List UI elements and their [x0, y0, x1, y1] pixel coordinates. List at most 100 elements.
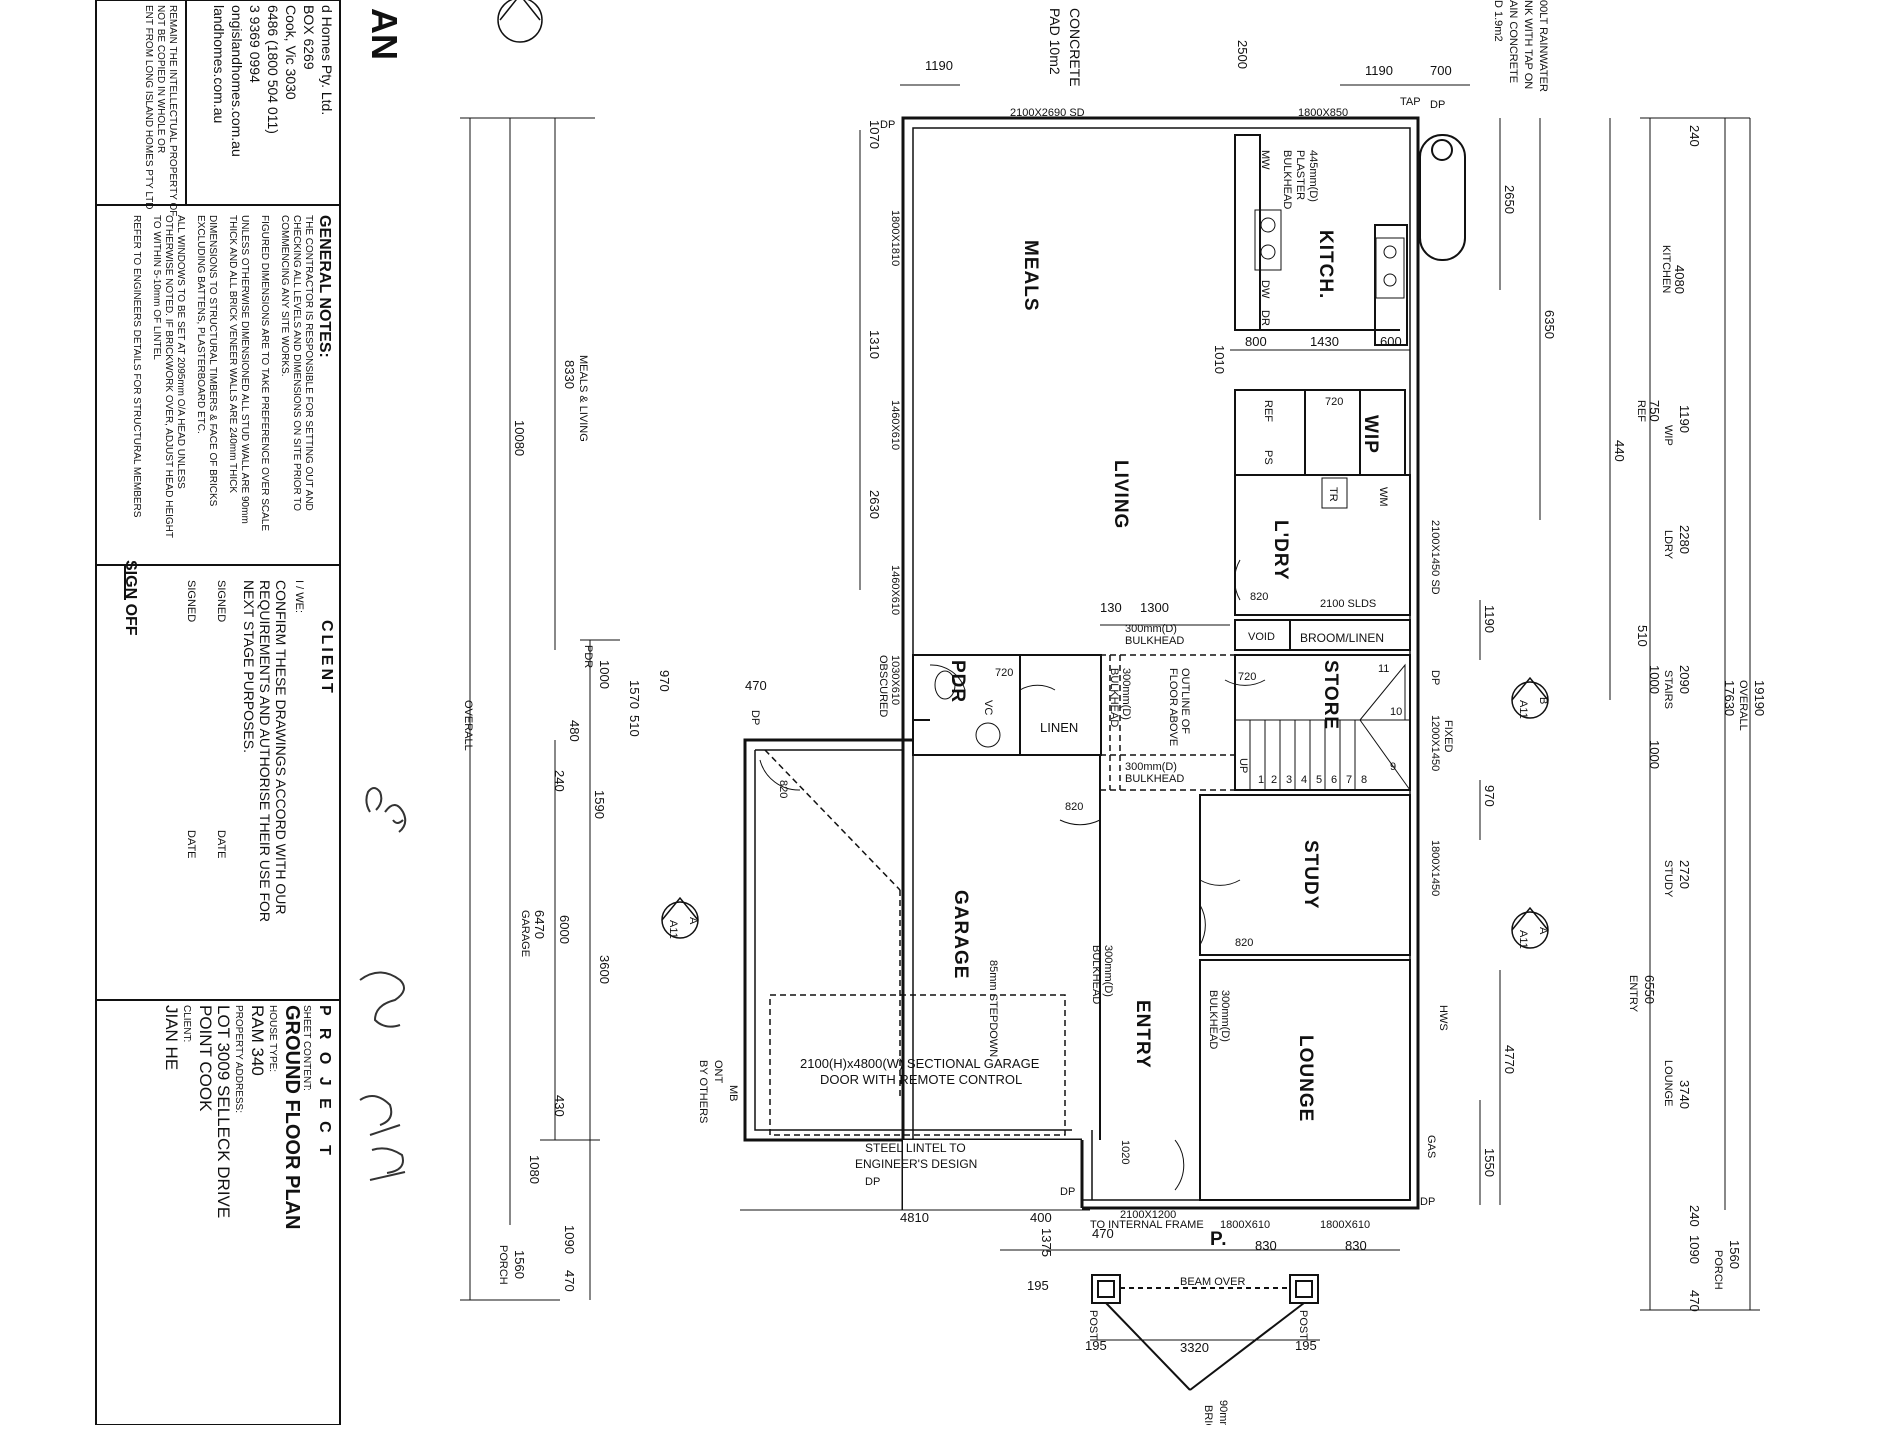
- bulkhead-dashed-lines: [764, 654, 1235, 1136]
- plan-title-fragment: AN: [364, 8, 405, 60]
- annotations: CONCRETE PAD 10m2 00LT RAINWATER NK WITH…: [697, 0, 1549, 1430]
- svg-text:BEAM OVER: BEAM OVER: [1180, 1276, 1245, 1288]
- svg-text:85mm STEPDOWN: 85mm STEPDOWN: [987, 960, 999, 1057]
- svg-text:1570: 1570: [627, 680, 642, 709]
- svg-text:REFER TO ENGINEERS DETAILS FOR: REFER TO ENGINEERS DETAILS FOR STRUCTURA…: [131, 215, 142, 518]
- svg-text:9: 9: [1390, 761, 1396, 773]
- we-label: I / WE:: [293, 580, 305, 613]
- svg-text:TAP: TAP: [1400, 96, 1421, 108]
- svg-text:2630: 2630: [867, 490, 882, 519]
- svg-text:510: 510: [1635, 625, 1650, 647]
- stairs: [1235, 663, 1411, 791]
- svg-text:POST: POST: [1297, 1310, 1309, 1340]
- address-line1: LOT 3009 SELLECK DRIVE: [214, 1005, 233, 1218]
- mask: [903, 1140, 1083, 1210]
- svg-text:1560: 1560: [512, 1250, 527, 1279]
- svg-text:VC: VC: [982, 700, 994, 715]
- room-linen: LINEN: [1040, 720, 1078, 735]
- svg-text:830: 830: [1345, 1238, 1367, 1253]
- svg-text:470: 470: [1687, 1290, 1702, 1312]
- svg-text:PDR: PDR: [582, 645, 594, 668]
- svg-text:NEXT STAGE PURPOSES.: NEXT STAGE PURPOSES.: [241, 580, 257, 753]
- svg-text:CONCRETE: CONCRETE: [1067, 8, 1083, 87]
- svg-text:STAIRS: STAIRS: [1662, 670, 1674, 709]
- room-kitchen: KITCH.: [1315, 230, 1336, 299]
- svg-text:300mm(D): 300mm(D): [1120, 668, 1132, 720]
- svg-text:820: 820: [1250, 591, 1268, 603]
- section-markers: [497, 0, 1549, 949]
- svg-text:BRICK: BRICK: [1202, 1405, 1214, 1425]
- dimension-text-right: 19190 OVERALL 17630 4080 KITCHEN 1190 WI…: [1482, 125, 1767, 1312]
- company-email: ongislandhomes.com.au: [229, 5, 245, 157]
- svg-text:600: 600: [1380, 334, 1402, 349]
- svg-text:PAD 10m2: PAD 10m2: [1047, 8, 1063, 75]
- svg-text:3600: 3600: [597, 955, 612, 984]
- svg-text:1460X610: 1460X610: [889, 400, 901, 450]
- svg-text:430: 430: [552, 1095, 567, 1117]
- svg-text:DP: DP: [865, 1176, 880, 1188]
- room-pdr: PDR: [947, 660, 968, 703]
- svg-text:300mm(D): 300mm(D): [1125, 623, 1177, 635]
- svg-text:THE CONTRACTOR IS RESPONSIBLE: THE CONTRACTOR IS RESPONSIBLE FOR SETTIN…: [303, 215, 314, 511]
- svg-text:195: 195: [1085, 1338, 1107, 1353]
- svg-text:90mm: 90mm: [1217, 1400, 1229, 1425]
- svg-text:FIXED: FIXED: [1442, 720, 1454, 752]
- svg-text:1550: 1550: [1482, 1148, 1497, 1177]
- svg-text:10080: 10080: [512, 420, 527, 456]
- copyright-line: NOT BE COPIED IN WHOLE OR: [155, 5, 166, 153]
- svg-text:820: 820: [1065, 801, 1083, 813]
- svg-text:A11: A11: [1517, 700, 1529, 719]
- svg-text:DP: DP: [1420, 1196, 1435, 1208]
- svg-text:1090: 1090: [1687, 1235, 1702, 1264]
- svg-text:REF: REF: [1262, 400, 1274, 422]
- void-label: VOID: [1248, 631, 1275, 643]
- svg-text:750: 750: [1647, 400, 1662, 422]
- svg-text:195: 195: [1027, 1278, 1049, 1293]
- svg-text:470: 470: [562, 1270, 577, 1292]
- company-name: d Homes Pty. Ltd.: [319, 5, 335, 115]
- svg-text:AIN CONCRETE: AIN CONCRETE: [1507, 0, 1519, 83]
- svg-text:830: 830: [1255, 1238, 1277, 1253]
- svg-text:FIGURED DIMENSIONS ARE TO TAKE: FIGURED DIMENSIONS ARE TO TAKE PREFERENC…: [259, 215, 270, 531]
- svg-text:800: 800: [1245, 334, 1267, 349]
- section-labels: A11 B A11 A A11 A: [667, 697, 1549, 949]
- svg-text:UNLESS OTHERWISE DIMENSIONED A: UNLESS OTHERWISE DIMENSIONED ALL STUD WA…: [239, 215, 250, 524]
- svg-text:DP: DP: [1060, 1186, 1075, 1198]
- svg-text:470: 470: [1092, 1226, 1114, 1241]
- svg-text:300mm(D): 300mm(D): [1125, 761, 1177, 773]
- dimension-text-left: OVERALL 10080 8330 MEALS & LIVING 6470 G…: [462, 330, 882, 1292]
- svg-text:2720: 2720: [1677, 860, 1692, 889]
- svg-text:3320: 3320: [1180, 1340, 1209, 1355]
- svg-text:1030X610: 1030X610: [889, 655, 901, 705]
- svg-text:1190: 1190: [925, 58, 953, 73]
- copyright-line: REMAIN THE INTELLECTUAL PROPERTY OF: [167, 5, 178, 216]
- svg-text:CHECKING ALL LEVELS AND DIMENS: CHECKING ALL LEVELS AND DIMENSIONS ON SI…: [291, 215, 302, 511]
- signed-label: SIGNED: [185, 580, 197, 622]
- date-label: DATE: [215, 830, 227, 859]
- svg-text:1800X1450: 1800X1450: [1429, 840, 1441, 896]
- svg-text:LDRY: LDRY: [1662, 530, 1674, 560]
- svg-text:240: 240: [1687, 125, 1702, 147]
- room-entry: ENTRY: [1132, 1000, 1153, 1069]
- svg-text:D 1.9m2: D 1.9m2: [1492, 0, 1504, 42]
- address-line2: POINT COOK: [196, 1005, 215, 1112]
- signed-label: SIGNED: [215, 580, 227, 622]
- svg-text:5: 5: [1316, 774, 1322, 786]
- svg-text:4080: 4080: [1672, 265, 1687, 294]
- svg-text:700: 700: [1430, 63, 1452, 78]
- room-lounge: LOUNGE: [1295, 1035, 1316, 1122]
- svg-text:1190: 1190: [1365, 63, 1393, 78]
- svg-text:UP: UP: [1237, 758, 1249, 773]
- svg-text:BY OTHERS: BY OTHERS: [697, 1060, 709, 1123]
- svg-text:NK WITH TAP ON: NK WITH TAP ON: [1522, 0, 1534, 89]
- copyright-line: ENT FROM LONG ISLAND HOMES PTY LTD: [143, 5, 154, 209]
- svg-text:PLASTER: PLASTER: [1294, 150, 1306, 200]
- svg-text:MW: MW: [1259, 150, 1271, 170]
- svg-text:OUTLINE OF: OUTLINE OF: [1179, 668, 1191, 734]
- door-swings: [759, 559, 1266, 1191]
- svg-text:2100X2690 SD: 2100X2690 SD: [1010, 107, 1085, 119]
- kitchen-fixtures: [934, 209, 1405, 748]
- svg-text:6: 6: [1331, 774, 1337, 786]
- svg-text:DP: DP: [880, 119, 895, 131]
- svg-text:2100(H)x4800(W) SECTIONAL GARA: 2100(H)x4800(W) SECTIONAL GARAGE: [800, 1056, 1040, 1071]
